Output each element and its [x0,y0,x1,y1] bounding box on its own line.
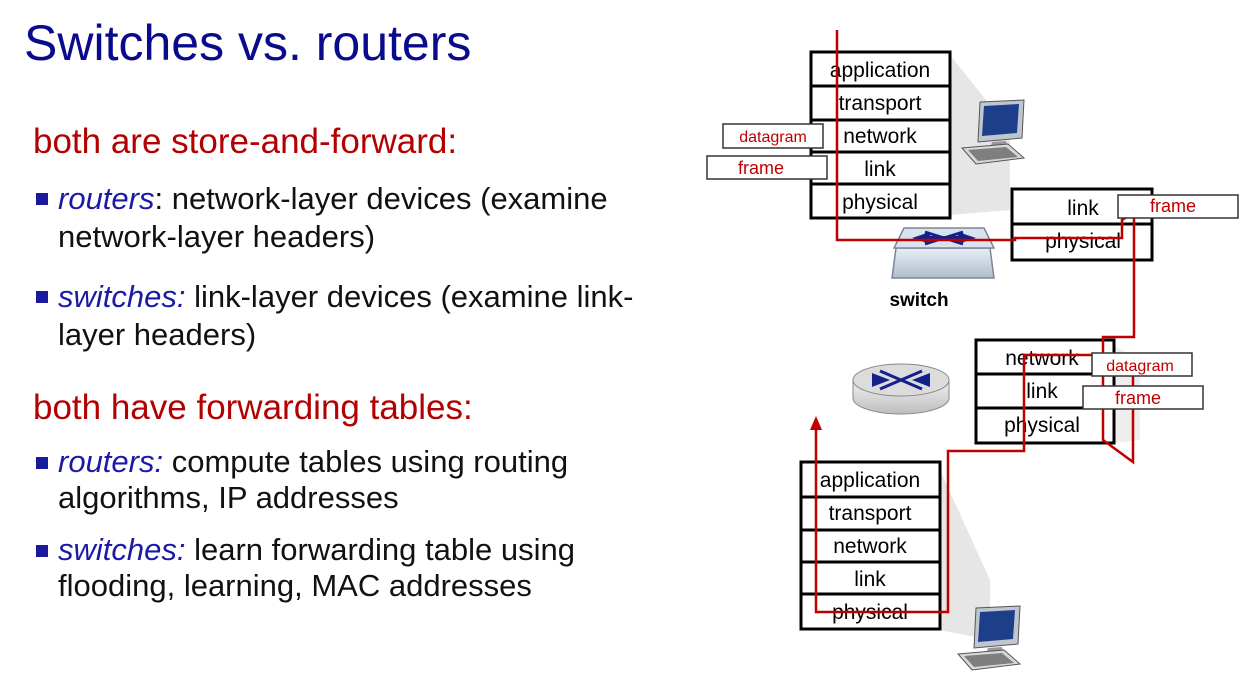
top-host-stack: application transport network link physi… [809,50,952,220]
section-heading-forwarding-tables: both have forwarding tables: [33,388,473,427]
layer-label: transport [829,502,912,525]
layer-label: network [1005,347,1079,370]
tag-box [706,155,828,180]
bullet-text: network-layer devices (examine network-l… [58,181,608,254]
layer-label: link [1067,197,1099,220]
bullet-keyword: switches: [58,532,186,567]
section-heading-store-and-forward: both are store-and-forward: [33,122,458,161]
bullet-square-icon [36,457,48,469]
layer-label: application [820,469,920,492]
layer-label: link [1026,380,1058,403]
bullet-text: compute tables using routing algorithms,… [58,444,569,515]
layer-label: transport [839,92,922,115]
stack-frame [809,50,952,220]
tag-box [722,123,824,149]
tag-box [1117,194,1239,219]
bullet-keyword: routers [58,181,155,216]
bullet-square-icon [36,291,48,303]
bullet-square-icon [36,193,48,205]
bullet-text: learn forwarding table using flooding, l… [58,532,575,603]
router-icon [852,363,950,415]
slide-title: Switches vs. routers [24,15,472,71]
bullet-square-icon [36,545,48,557]
layer-label: physical [842,191,918,214]
computer-icon [956,605,1022,671]
switch-label: switch [889,290,948,311]
layer-label: physical [1004,414,1080,437]
packet-tags: datagram frame frame datagram frame [706,123,1239,410]
tag-box [1091,352,1193,377]
switch-frame-tag: frame [1150,196,1196,216]
layer-label: application [830,59,930,82]
tag-box [1082,385,1204,410]
layer-label: physical [1045,230,1121,253]
switch-icon [891,227,996,279]
arrowhead-icon [810,416,822,430]
bullet-text: link-layer devices (examine link-layer h… [58,279,634,352]
router-frame-tag: frame [1115,388,1161,408]
bullet-separator: : [154,181,164,216]
bottom-host-stack: application transport network link physi… [799,460,942,631]
top-frame-tag: frame [738,158,784,178]
layer-label: network [833,535,907,558]
bullet-keyword: routers: [58,444,164,479]
layer-label: network [843,125,917,148]
stack-frame [799,460,942,631]
layer-label: link [864,158,896,181]
bullet-keyword: switches: [58,279,186,314]
top-datagram-tag: datagram [739,129,807,146]
computer-icon [960,99,1026,165]
router-datagram-tag: datagram [1106,358,1174,375]
stack-shadow [940,470,990,640]
data-path [810,30,1159,614]
layer-label: link [854,568,886,591]
